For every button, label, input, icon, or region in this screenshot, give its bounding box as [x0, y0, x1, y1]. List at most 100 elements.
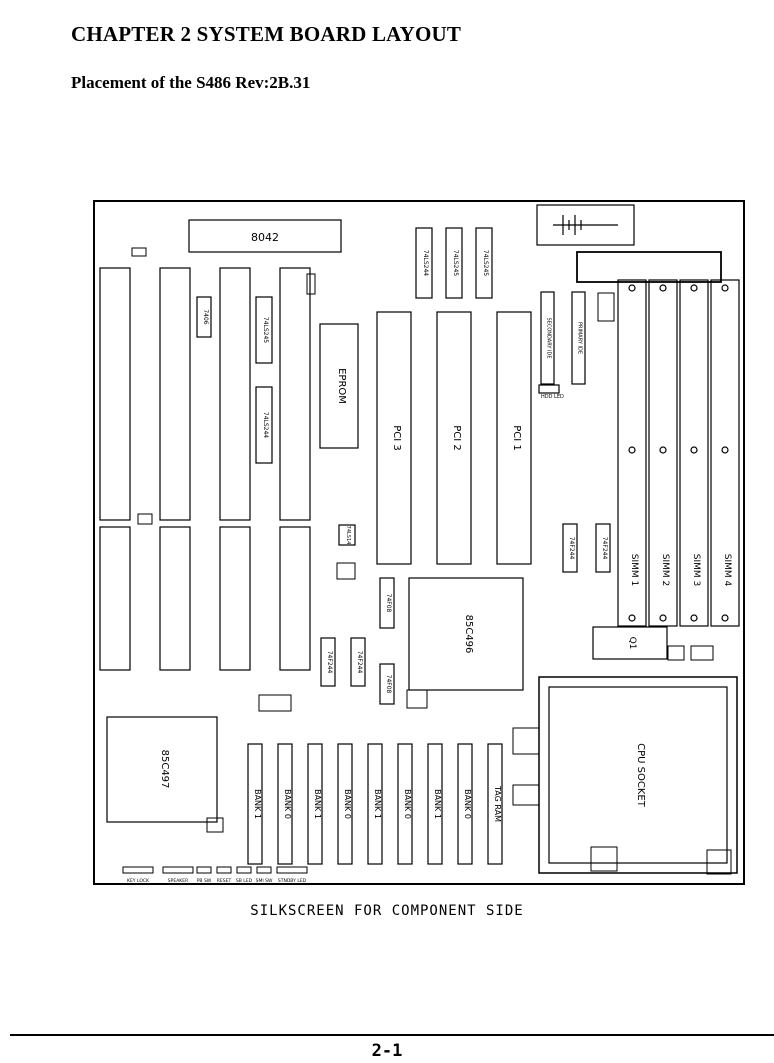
- front-panel-label: SMI SW: [256, 878, 273, 884]
- logic-74f08-b: 74F08: [379, 663, 395, 705]
- front-panel-label: SB LED: [236, 878, 253, 884]
- chip-label: 74LS244: [422, 250, 429, 276]
- simm-slot: [679, 279, 709, 627]
- bank-label: BANK 0: [403, 789, 412, 819]
- pci-slot-label: PCI 3: [391, 425, 402, 451]
- pci-slot-1: PCI 1: [496, 311, 532, 565]
- simm-label: SIMM 2: [660, 554, 670, 586]
- chip-label: 74F244: [568, 537, 575, 560]
- chip-label: 74F244: [601, 537, 608, 560]
- logic-74f244-b: 74F244: [595, 523, 611, 573]
- isa-slot: [219, 526, 251, 671]
- pci-slot-label: PCI 2: [451, 425, 462, 451]
- kbc-chip: 8042: [188, 219, 342, 253]
- chip-label: 74LS244: [262, 412, 269, 438]
- front-panel-label: KEY LOCK: [127, 878, 150, 884]
- tag-ram: [487, 743, 503, 865]
- chip-label: 74F244: [326, 651, 333, 674]
- chip-label: 74LS245: [262, 317, 269, 343]
- power-connector: [576, 251, 722, 283]
- chapter-title: CHAPTER 2 SYSTEM BOARD LAYOUT: [71, 22, 462, 46]
- bank-label: BANK 1: [433, 789, 442, 819]
- kbc-label: 8042: [251, 231, 279, 244]
- bank-label: BANK 0: [463, 789, 472, 819]
- q1-label: Q1: [627, 637, 637, 650]
- hdd-led-header: [538, 384, 560, 394]
- front-panel-label: STNDBY LED: [278, 878, 307, 884]
- isa-slot: [219, 267, 251, 521]
- simm-slot: [710, 279, 740, 627]
- ide-label: PRIMARY IDE: [577, 322, 583, 354]
- cache-banks: BANK 1 BANK 0 BANK 1 BANK 0 BANK 1 BANK …: [247, 743, 503, 865]
- cache-bank: [337, 743, 353, 865]
- simm-slots: SIMM 1 SIMM 2 SIMM 3 SIMM 4: [617, 279, 740, 627]
- footer-rule: [10, 1034, 774, 1036]
- simm-slot: [648, 279, 678, 627]
- chip-label: 74F08: [385, 675, 392, 694]
- logic-74ls245-c: 74LS245: [475, 227, 493, 299]
- isa-slots: [99, 267, 311, 671]
- simm-label: SIMM 1: [629, 554, 639, 586]
- system-board-diagram: 8042 7406 74LS245 74LS244 EPROM 74LS244 …: [93, 200, 745, 885]
- cache-bank: [307, 743, 323, 865]
- chipset-85c497: 85C497: [106, 716, 218, 823]
- isa-slot: [159, 526, 191, 671]
- pci-slot-2: PCI 2: [436, 311, 472, 565]
- figure-caption: SILKSCREEN FOR COMPONENT SIDE: [250, 903, 524, 919]
- logic-74f244-c: 74F244: [320, 637, 336, 687]
- cache-bank: [457, 743, 473, 865]
- page-number: 2-1: [371, 1041, 403, 1061]
- isa-slot: [279, 526, 311, 671]
- chipset-85c496: 85C496: [408, 577, 524, 691]
- logic-7406: 7406: [196, 296, 212, 338]
- logic-74ls244-b: 74LS244: [415, 227, 433, 299]
- logic-74ls244-a: 74LS244: [255, 386, 273, 464]
- cache-bank: [277, 743, 293, 865]
- isa-slot: [159, 267, 191, 521]
- front-panel-headers: KEY LOCK SPEAKER PB SW RESET SB LED SMI …: [122, 866, 308, 884]
- bank-label: BANK 0: [343, 789, 352, 819]
- eprom-label: EPROM: [336, 368, 347, 404]
- cpu-socket-label: CPU SOCKET: [635, 743, 646, 808]
- isa-slot: [279, 267, 311, 521]
- board-outline: [93, 200, 745, 885]
- bank-label: BANK 1: [313, 789, 322, 819]
- bank-label: BANK 0: [283, 789, 292, 819]
- isa-slot: [99, 526, 131, 671]
- bank-label: BANK 1: [373, 789, 382, 819]
- isa-slot: [99, 267, 131, 521]
- chipset-label: 85C496: [463, 615, 474, 654]
- logic-74f244-a: 74F244: [562, 523, 578, 573]
- logic-74ls245-b: 74LS245: [445, 227, 463, 299]
- pci-slot-label: PCI 1: [511, 425, 522, 451]
- jumpers: [131, 247, 732, 875]
- bank-label: BANK 1: [253, 789, 262, 819]
- chip-label: 74F244: [356, 651, 363, 674]
- pci-slot-3: PCI 3: [376, 311, 412, 565]
- simm-slot: [617, 279, 647, 627]
- ide-label: SECONDARY IDE: [546, 318, 552, 359]
- chip-label: 74F08: [385, 594, 392, 613]
- logic-74ls14: 74LS14: [338, 524, 356, 546]
- cpu-socket: CPU SOCKET: [538, 676, 738, 874]
- chip-label: 74LS245: [452, 250, 459, 276]
- front-panel-label: PB SW: [197, 878, 212, 884]
- cache-bank: [247, 743, 263, 865]
- cache-bank: [397, 743, 413, 865]
- cache-bank: [367, 743, 383, 865]
- chip-label: 74LS14: [345, 526, 351, 545]
- chip-label: 74LS245: [482, 250, 489, 276]
- secondary-ide-connector: SECONDARY IDE: [540, 291, 555, 385]
- eprom-chip: EPROM: [319, 323, 359, 449]
- logic-74f08-a: 74F08: [379, 577, 395, 629]
- simm-label: SIMM 4: [722, 554, 732, 587]
- section-title: Placement of the S486 Rev:2B.31: [71, 73, 311, 92]
- logic-74f244-d: 74F244: [350, 637, 366, 687]
- cache-bank: [427, 743, 443, 865]
- chip-label: 7406: [202, 309, 209, 324]
- logic-74ls245-a: 74LS245: [255, 296, 273, 364]
- chipset-label: 85C497: [159, 750, 170, 789]
- simm-label: SIMM 3: [691, 554, 701, 586]
- front-panel-label: SPEAKER: [168, 878, 188, 884]
- primary-ide-connector: PRIMARY IDE: [571, 291, 586, 385]
